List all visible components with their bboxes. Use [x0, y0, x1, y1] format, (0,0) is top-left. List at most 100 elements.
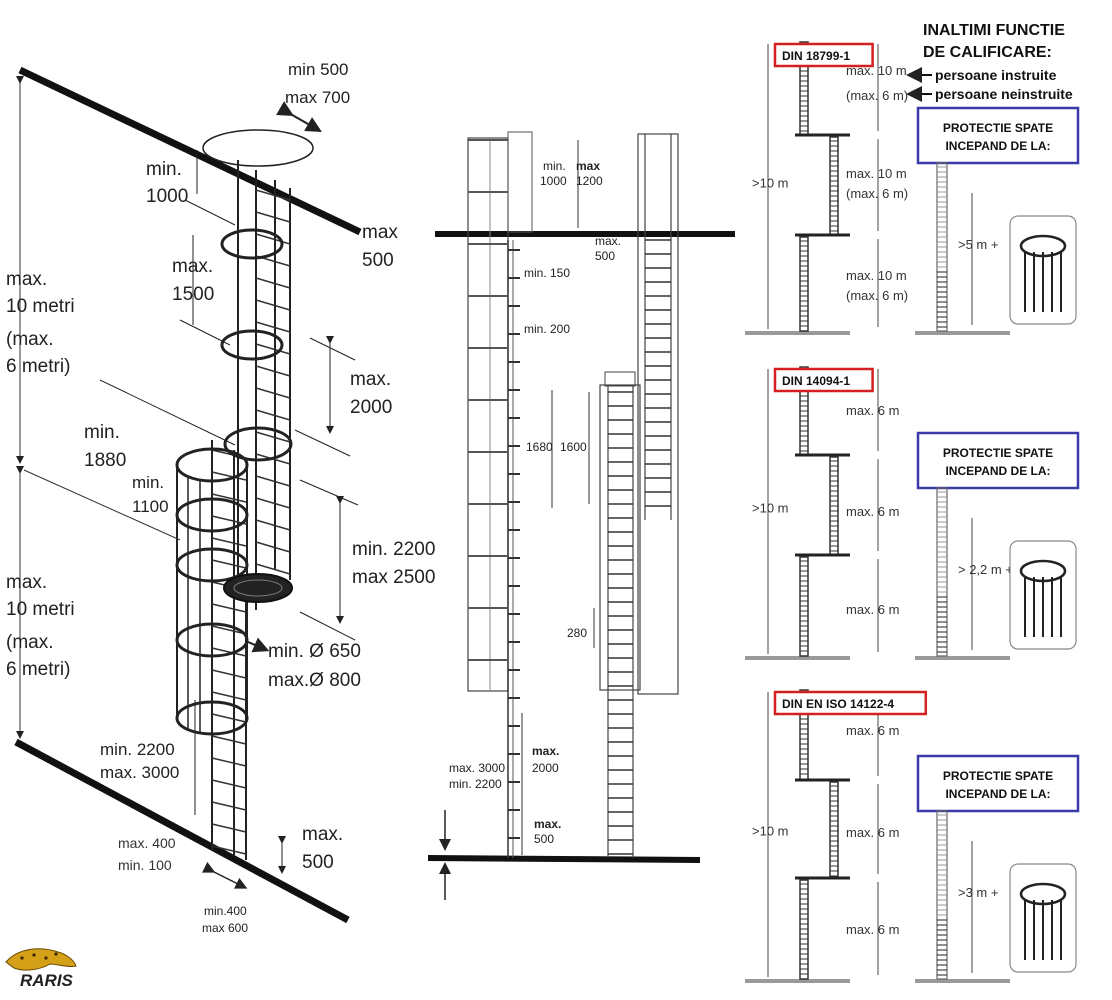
segment-height-label: max. 10 m	[846, 268, 907, 283]
top-extension-label: min.	[543, 159, 566, 173]
raris-logo: RARIS	[5, 948, 77, 990]
ladder-rung	[211, 625, 247, 635]
rung-width-min: min.400	[204, 904, 247, 918]
lower-height-line2: 10 metri	[6, 599, 75, 620]
total-height-label: >10 m	[752, 824, 789, 839]
segment-height-label: max. 6 m	[846, 602, 899, 617]
top-extension-max-label: max	[576, 159, 600, 173]
segment-height-label: (max. 6 m)	[846, 288, 908, 303]
top-extension-value: 1000	[540, 174, 567, 188]
mid-cage-bottom-max: max. 3000	[449, 761, 505, 775]
ladder-rung	[211, 493, 247, 503]
ladder-rung	[255, 519, 291, 531]
safety-cage-icon	[1019, 882, 1067, 960]
safety-cage-icon	[1019, 559, 1067, 637]
wall-distance-min: min. 100	[118, 857, 172, 873]
ladder-rung	[255, 387, 291, 399]
total-height-label: >10 m	[752, 176, 789, 191]
protection-label-line1: PROTECTIE SPATE	[943, 121, 1053, 135]
standard-name-label: DIN 18799-1	[782, 49, 850, 63]
ladder-rung	[211, 845, 247, 855]
ladder-rung	[211, 559, 247, 569]
protection-label-box	[916, 106, 1080, 165]
top-extension-max-value: 1200	[576, 174, 603, 188]
hoop-top-value: 1000	[146, 186, 188, 207]
platform-top-label: max	[362, 222, 398, 243]
protection-label-line2: INCEPAND DE LA:	[945, 787, 1050, 801]
standard-name-label: DIN EN ISO 14122-4	[782, 697, 894, 711]
segment-height-label: (max. 6 m)	[846, 88, 908, 103]
protection-label-box	[916, 431, 1080, 490]
ladder-rung	[211, 823, 247, 833]
landing-height-value: 1880	[84, 450, 126, 471]
segment-height-label: max. 6 m	[846, 723, 899, 738]
segment-height-label: max. 6 m	[846, 504, 899, 519]
rung-spacing-label: 280	[567, 626, 587, 640]
protection-label-line1: PROTECTIE SPATE	[943, 446, 1053, 460]
mid-bottom-gap-label: max.	[532, 744, 559, 758]
cage-height-b: 1600	[560, 440, 587, 454]
legend-untrained: persoane neinstruite	[935, 86, 1073, 102]
ladder-rung	[211, 691, 247, 701]
mid-bottom-gap-value: 2000	[532, 761, 559, 775]
ladder-rung	[211, 471, 247, 481]
protection-height-label: >5 m +	[958, 237, 998, 252]
upper-height-line3: (max.	[6, 329, 54, 350]
segment-height-label: (max. 6 m)	[846, 186, 908, 201]
total-height-label: >10 m	[752, 501, 789, 516]
cage-start-value: 1100	[132, 497, 169, 516]
ladder-rung	[255, 541, 291, 553]
ground-offset-value: 500	[302, 852, 334, 873]
lower-height-line4: 6 metri)	[6, 659, 70, 680]
safety-cage-icon	[1019, 234, 1067, 312]
qualification-heading-line1: INALTIMI FUNCTIE	[923, 22, 1065, 39]
ladder-rung	[211, 669, 247, 679]
platform-offset-label: max.	[595, 234, 621, 248]
lower-height-line3: (max.	[6, 632, 54, 653]
ladder-rung	[255, 409, 291, 421]
ladder-rung	[211, 757, 247, 767]
platform-offset-value: 500	[595, 249, 615, 263]
hoop-spacing-value: 1500	[172, 284, 214, 305]
standard-name-label: DIN 14094-1	[782, 374, 850, 388]
standard-block: max. 10 m(max. 6 m)max. 10 m(max. 6 m)ma…	[745, 41, 1080, 335]
ladder-rung	[255, 365, 291, 377]
ladder-rung	[255, 321, 291, 333]
ladder-rung	[211, 647, 247, 657]
ladder-rung	[255, 299, 291, 311]
rung-width-max: max 600	[202, 921, 248, 935]
ladder-rung	[255, 277, 291, 289]
top-opening-label: min 500	[288, 60, 348, 79]
rung-clearance-label: min. 150	[524, 266, 570, 280]
standard-block: max. 6 m max. 6 m max. 6 m >10 m DIN 14094-1…	[745, 366, 1080, 660]
mid-cage-bottom-min: min. 2200	[449, 777, 502, 791]
segment-height-label: max. 6 m	[846, 403, 899, 418]
ladder-rung	[211, 801, 247, 811]
hoop-spacing-label: max.	[172, 256, 213, 277]
ladder-rung	[255, 563, 291, 575]
upper-height-line2: 10 metri	[6, 296, 75, 317]
diameter-min: min. Ø 650	[268, 641, 361, 662]
middle-dimension-labels: min. 1000 max 1200 max. 500 min. 150 min…	[449, 159, 621, 846]
cage-top-max: max 2500	[352, 567, 435, 588]
ladder-rung	[211, 537, 247, 547]
wall-distance-max: max. 400	[118, 835, 176, 851]
ladder-rung	[255, 343, 291, 355]
cage-bottom-min: min. 2200	[100, 740, 175, 759]
hoop-gap-label: max.	[350, 369, 391, 390]
upper-height-line4: 6 metri)	[6, 356, 70, 377]
ladder-segment	[799, 236, 809, 332]
left-dimension-labels: min 500 max 700 min. 1000 max 500 max. 1…	[6, 60, 435, 935]
cage-bottom-max: max. 3000	[100, 763, 179, 782]
diameter-max: max.Ø 800	[268, 670, 361, 691]
segment-height-label: max. 6 m	[846, 825, 899, 840]
ladder-rung	[255, 233, 291, 245]
left-isometric-drawing	[14, 66, 362, 924]
cage-start-label: min.	[132, 473, 164, 492]
protection-height-label: > 2,2 m +	[958, 562, 1013, 577]
protection-label-line1: PROTECTIE SPATE	[943, 769, 1053, 783]
ladder-rung	[255, 475, 291, 487]
right-standards-panel: INALTIMI FUNCTIE DE CALIFICARE: persoane…	[745, 22, 1080, 983]
